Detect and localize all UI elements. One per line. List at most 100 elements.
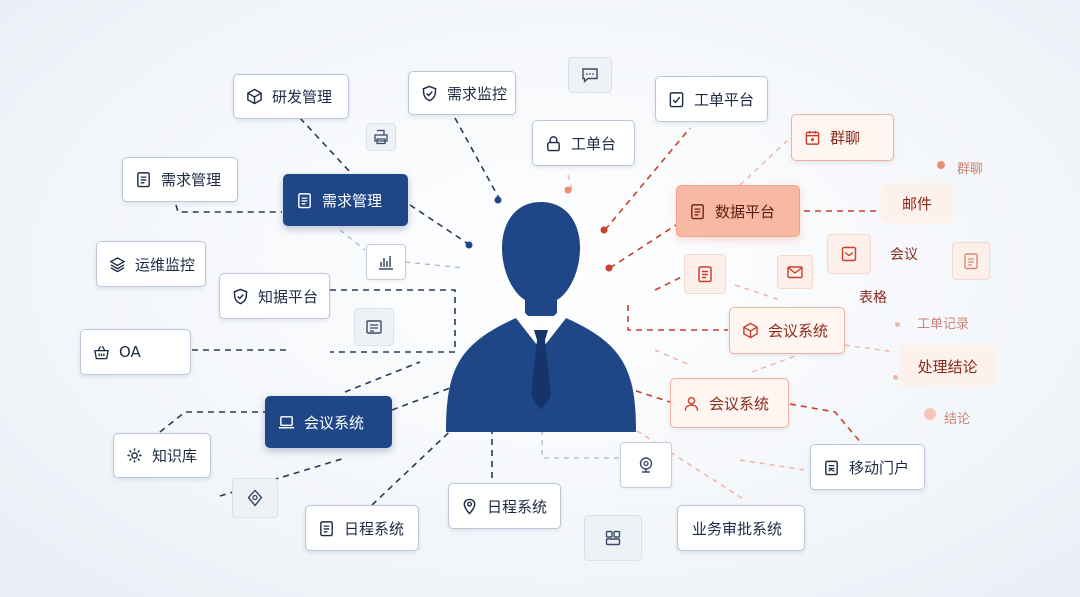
- bar-chart-icon: [379, 256, 393, 270]
- biz-approval-node[interactable]: 业务审批系统: [677, 505, 805, 551]
- printer-icon: [374, 129, 388, 145]
- mail-chip: [777, 255, 813, 289]
- gear-icon: [127, 448, 142, 463]
- note-icon: [964, 253, 978, 270]
- document-icon: [137, 172, 150, 188]
- dev-mgmt-node[interactable]: 研发管理: [233, 74, 349, 119]
- link-data-platform: [609, 224, 677, 269]
- link-meeting-oa: [344, 361, 421, 393]
- location-pin-icon: [463, 498, 476, 515]
- meeting-person-node[interactable]: 会议系统: [670, 378, 789, 428]
- grid-icon: [605, 530, 621, 546]
- meeting-person-label: 会议系统: [709, 394, 770, 413]
- calendar-icon: [805, 130, 820, 145]
- shield-icon: [233, 288, 248, 304]
- knowledge-platform-label: 知据平台: [258, 287, 319, 306]
- ops-monitor-node[interactable]: 运维监控: [96, 241, 206, 287]
- mobile-portal-label: 移动门户: [849, 458, 910, 477]
- req-mgmt-left-node[interactable]: 需求管理: [122, 157, 238, 202]
- clipboard-icon: [825, 460, 838, 475]
- webcam-chip: [620, 442, 672, 488]
- group-chat-small-label: 群聊: [957, 162, 984, 177]
- data-platform-label: 数据平台: [715, 202, 776, 221]
- work-order-platform-node[interactable]: 工单平台: [655, 76, 768, 122]
- mobile-portal-node[interactable]: 移动门户: [810, 444, 925, 490]
- document-icon: [691, 203, 704, 219]
- data-platform-node[interactable]: 数据平台: [676, 185, 800, 237]
- link-dev-mgmt: [299, 117, 351, 173]
- meeting-right-node[interactable]: 会议系统: [729, 307, 845, 354]
- form-float-label: 表格: [859, 290, 887, 306]
- work-order-platform-label: 工单平台: [694, 90, 755, 109]
- oa-label: OA: [119, 343, 141, 361]
- work-order-desk-label: 工单台: [571, 134, 617, 153]
- conclusion-float-label: 结论: [944, 412, 971, 427]
- req-mgmt-main-node[interactable]: 需求管理: [283, 174, 408, 226]
- user-icon: [684, 396, 699, 411]
- bar-chart-chip: [366, 244, 406, 280]
- req-mgmt-left-label: 需求管理: [161, 171, 222, 189]
- email-label: 邮件: [901, 194, 932, 213]
- link-req-mgmt-left: [175, 204, 282, 213]
- group-chat-label: 群聊: [830, 129, 861, 147]
- link-group-chat: [739, 137, 791, 186]
- req-mgmt-main-label: 需求管理: [322, 191, 383, 210]
- grid-chip: [584, 515, 642, 561]
- file-icon: [698, 266, 712, 283]
- dev-mgmt-label: 研发管理: [272, 88, 333, 106]
- webcam-icon: [639, 457, 653, 473]
- link-meeting-left: [391, 381, 467, 411]
- work-order-record-label: 工单记录: [917, 317, 970, 332]
- link-mobile-portal: [789, 403, 863, 445]
- chat-bubble-icon: [582, 68, 598, 84]
- laptop-icon: [278, 415, 295, 428]
- inbox-chip: [827, 234, 871, 274]
- knowledge-platform-node[interactable]: 知据平台: [219, 273, 330, 319]
- link-knowledge-base: [159, 411, 265, 433]
- schedule-bottom-node[interactable]: 日程系统: [305, 505, 419, 551]
- list-card-icon: [366, 320, 382, 334]
- work-order-desk-node[interactable]: 工单台: [532, 120, 635, 166]
- link-meeting-right: [627, 305, 728, 331]
- link-knowledge-platform: [330, 289, 456, 353]
- schedule-mid-node[interactable]: 日程系统: [448, 483, 561, 529]
- group-chat-node[interactable]: 群聊: [791, 114, 894, 161]
- document-icon: [298, 192, 311, 208]
- meeting-right-label: 会议系统: [768, 322, 829, 340]
- req-monitor-node[interactable]: 需求监控: [408, 71, 516, 115]
- email-node[interactable]: 邮件: [881, 183, 953, 223]
- knowledge-base-node[interactable]: 知识库: [113, 433, 211, 478]
- link-req-monitor: [454, 117, 501, 201]
- layers-icon: [109, 256, 126, 272]
- tag-icon: [247, 489, 263, 507]
- basket-icon: [94, 345, 109, 359]
- biz-approval-label: 业务审批系统: [692, 519, 783, 538]
- chat-bubble-chip: [568, 57, 612, 93]
- file-chip: [684, 254, 726, 294]
- printer-chip: [366, 123, 396, 151]
- knowledge-base-label: 知识库: [152, 447, 198, 465]
- tag-chip: [232, 478, 278, 518]
- meeting-left-label: 会议系统: [304, 413, 365, 432]
- businessman-silhouette-icon: [446, 202, 636, 432]
- link-meeting-right-branch: [654, 267, 701, 291]
- process-conclusion-node[interactable]: 处理结论: [899, 345, 996, 387]
- inbox-icon: [841, 246, 857, 262]
- oa-node[interactable]: OA: [80, 329, 191, 375]
- meeting-float-label: 会议: [890, 247, 918, 263]
- list-card-chip: [354, 308, 394, 346]
- lock-icon: [547, 135, 560, 151]
- checklist-icon: [669, 91, 684, 107]
- process-conclusion-label: 处理结论: [917, 357, 978, 376]
- schedule-mid-label: 日程系统: [487, 497, 548, 516]
- link-req-mgmt-main: [409, 204, 471, 246]
- mail-icon: [787, 266, 803, 279]
- box-icon: [743, 322, 758, 339]
- meeting-left-node[interactable]: 会议系统: [265, 396, 392, 448]
- cube-icon: [247, 88, 262, 105]
- link-schedule-bottom: [371, 419, 463, 506]
- shield-icon: [422, 85, 437, 101]
- note-chip: [952, 242, 990, 280]
